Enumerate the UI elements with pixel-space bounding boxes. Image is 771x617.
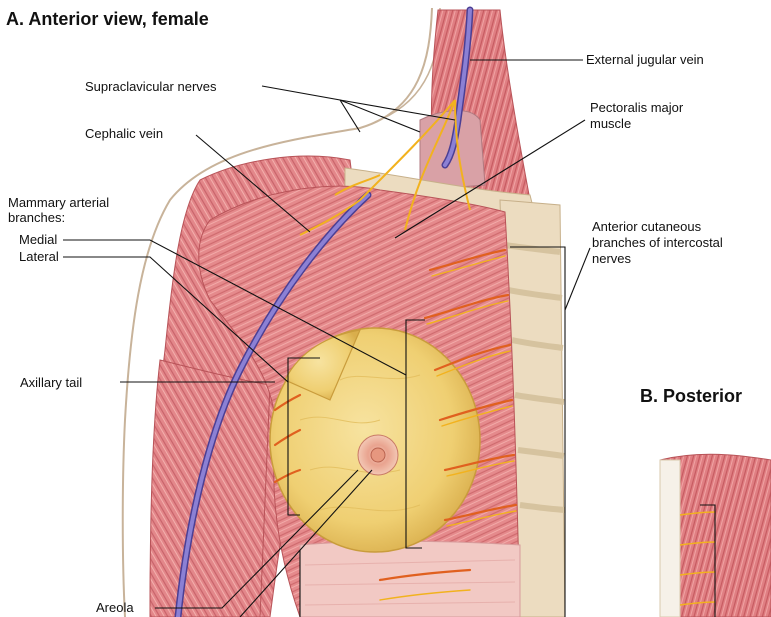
label-pectoralis-major: Pectoralis major [590, 100, 684, 115]
label-axillary-tail: Axillary tail [20, 375, 82, 390]
nipple [371, 448, 385, 462]
label-medial: Medial [19, 232, 57, 247]
label-pectoralis-muscle: muscle [590, 116, 631, 131]
label-supraclavicular-nerves: Supraclavicular nerves [85, 79, 217, 94]
figure-title-a: A. Anterior view, female [6, 9, 209, 29]
figure-title-b: B. Posterior [640, 386, 742, 406]
label-external-jugular-vein: External jugular vein [586, 52, 704, 67]
label-mammary-arterial: Mammary arterial [8, 195, 109, 210]
label-areola: Areola [96, 600, 134, 615]
label-mammary-branches: branches: [8, 210, 65, 225]
lower-chest-wall [300, 541, 520, 617]
label-anterior-cutaneous: Anterior cutaneous [592, 219, 702, 234]
posterior-spine-strip [660, 460, 680, 617]
label-lateral: Lateral [19, 249, 59, 264]
label-branches-intercostal: branches of intercostal [592, 235, 723, 250]
arm-muscle [150, 360, 270, 617]
label-nerves: nerves [592, 251, 632, 266]
label-cephalic-vein: Cephalic vein [85, 126, 163, 141]
